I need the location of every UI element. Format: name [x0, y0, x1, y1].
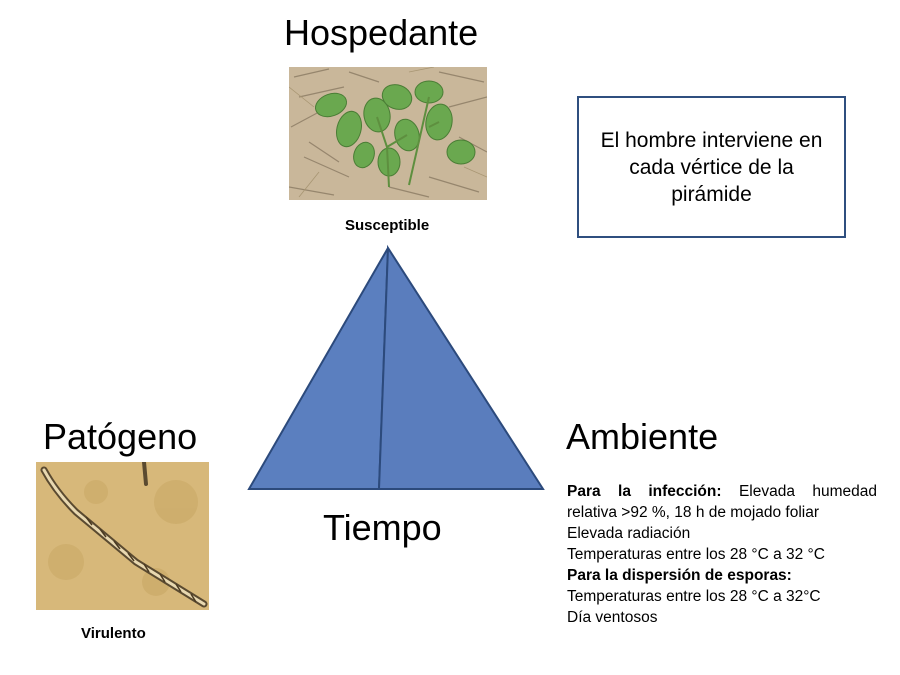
dispersal-temp-line: Temperaturas entre los 28 °C a 32°C	[567, 588, 821, 605]
infection-temp-line: Temperaturas entre los 28 °C a 32 °C	[567, 546, 825, 563]
host-caption: Susceptible	[345, 217, 430, 234]
fungal-hypha-icon	[36, 462, 209, 610]
pyramid-left-face	[247, 247, 389, 490]
dispersal-label: Para la dispersión de esporas:	[567, 567, 792, 584]
disease-pyramid	[247, 244, 545, 490]
radiation-line: Elevada radiación	[567, 525, 691, 542]
infection-line: Para la infección: Elevada humedad	[567, 481, 877, 502]
host-title: Hospedante	[284, 12, 479, 53]
time-title: Tiempo	[323, 507, 442, 548]
humidity-line: relativa >92 %, 18 h de mojado foliar	[567, 504, 820, 521]
wind-line: Día ventosos	[567, 609, 658, 626]
seedling-photo	[289, 67, 487, 200]
pathogen-caption: Virulento	[81, 625, 146, 642]
environment-details: Para la infección: Elevada humedad relat…	[567, 481, 877, 628]
pyramid-right-face	[377, 244, 545, 490]
pathogen-title: Patógeno	[43, 416, 198, 457]
infection-label: Para la infección:	[567, 483, 722, 500]
environment-title: Ambiente	[566, 416, 719, 457]
seedling-icon	[289, 67, 487, 200]
infection-text-1: Elevada humedad	[738, 483, 877, 500]
note-text: El hombre interviene en cada vértice de …	[600, 128, 823, 206]
pathogen-micrograph	[36, 462, 209, 610]
note-box: El hombre interviene en cada vértice de …	[577, 96, 846, 238]
